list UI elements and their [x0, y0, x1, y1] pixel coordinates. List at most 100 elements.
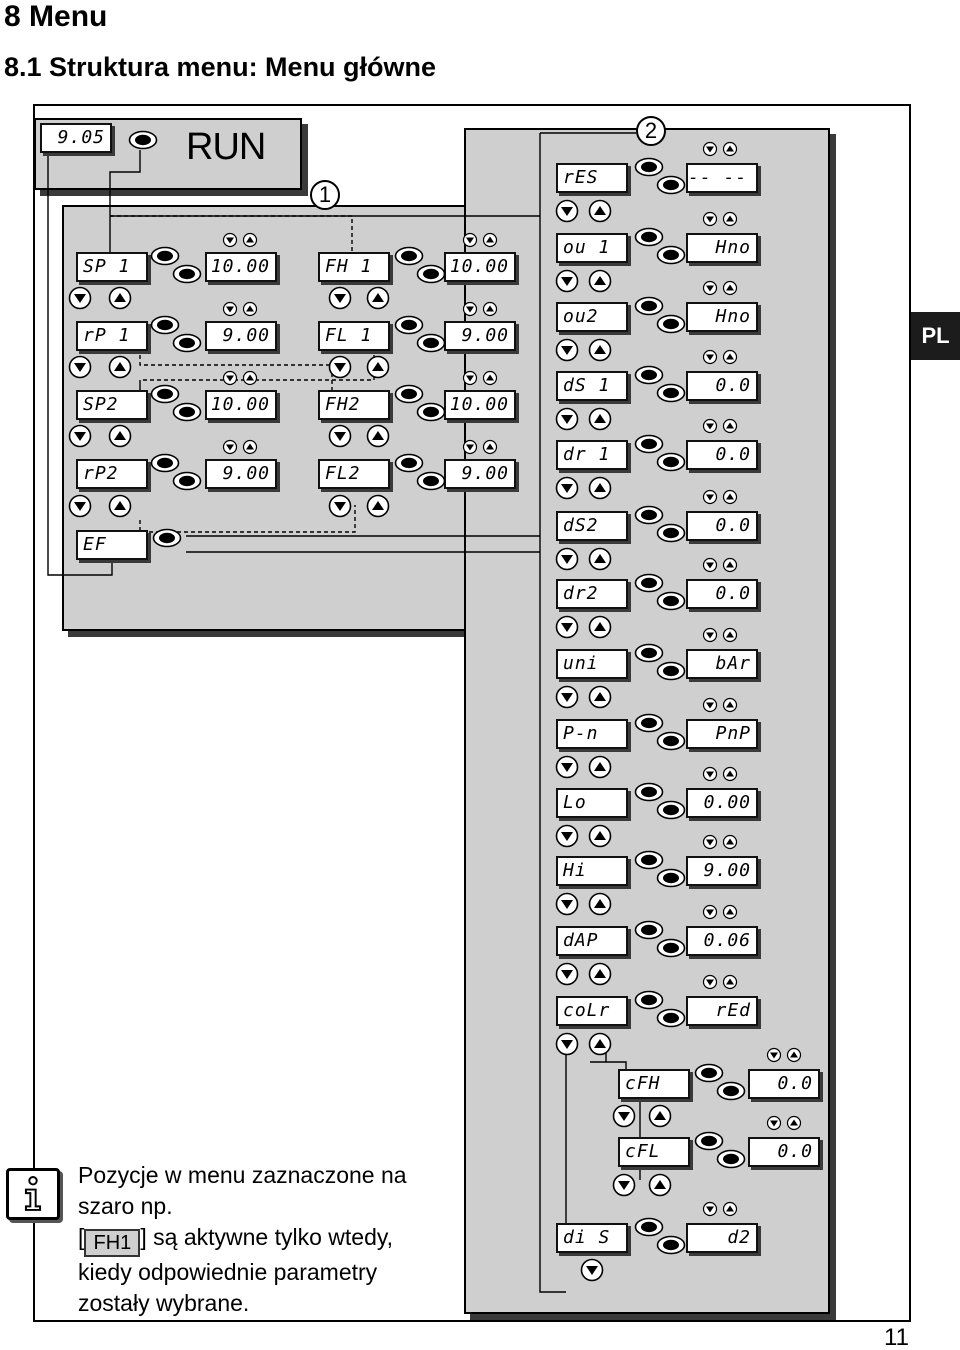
enter-button[interactable]: [656, 868, 686, 888]
enter-button[interactable]: [634, 643, 664, 663]
enter-button[interactable]: [394, 315, 424, 335]
enter-button[interactable]: [150, 384, 180, 404]
up-arrow-icon[interactable]: [588, 892, 612, 916]
enter-button[interactable]: [128, 130, 158, 150]
param-fh1[interactable]: FH 1: [318, 252, 390, 282]
down-arrow-icon[interactable]: [612, 1173, 636, 1197]
enter-button[interactable]: [656, 314, 686, 334]
param-uni[interactable]: uni: [556, 649, 628, 679]
up-arrow-icon[interactable]: [588, 269, 612, 293]
enter-button[interactable]: [634, 990, 664, 1010]
down-arrow-icon[interactable]: [68, 355, 92, 379]
enter-button[interactable]: [634, 227, 664, 247]
down-arrow-icon[interactable]: [555, 824, 579, 848]
enter-button[interactable]: [634, 713, 664, 733]
up-arrow-icon[interactable]: [588, 1032, 612, 1056]
up-arrow-icon[interactable]: [108, 424, 132, 448]
down-arrow-icon[interactable]: [555, 685, 579, 709]
down-arrow-icon[interactable]: [68, 286, 92, 310]
up-arrow-icon[interactable]: [588, 547, 612, 571]
down-arrow-icon[interactable]: [555, 615, 579, 639]
up-arrow-icon[interactable]: [588, 685, 612, 709]
up-arrow-icon[interactable]: [366, 424, 390, 448]
enter-button[interactable]: [634, 782, 664, 802]
enter-button[interactable]: [634, 1217, 664, 1237]
up-arrow-icon[interactable]: [588, 824, 612, 848]
param-ou2[interactable]: ou2: [556, 302, 628, 332]
enter-button[interactable]: [656, 175, 686, 195]
enter-button[interactable]: [656, 1235, 686, 1255]
down-arrow-icon[interactable]: [328, 355, 352, 379]
enter-button[interactable]: [172, 333, 202, 353]
param-ds2[interactable]: dS2: [556, 511, 628, 541]
param-rp2[interactable]: rP2: [76, 459, 148, 489]
enter-button[interactable]: [694, 1131, 724, 1151]
down-arrow-icon[interactable]: [555, 476, 579, 500]
enter-button[interactable]: [172, 402, 202, 422]
down-arrow-icon[interactable]: [328, 286, 352, 310]
param-cfh[interactable]: cFH: [618, 1069, 690, 1099]
up-arrow-icon[interactable]: [588, 476, 612, 500]
up-arrow-icon[interactable]: [108, 286, 132, 310]
enter-button[interactable]: [634, 157, 664, 177]
param-fl2[interactable]: FL2: [318, 459, 390, 489]
up-arrow-icon[interactable]: [648, 1104, 672, 1128]
enter-button[interactable]: [416, 264, 446, 284]
param-cfl[interactable]: cFL: [618, 1137, 690, 1167]
up-arrow-icon[interactable]: [588, 199, 612, 223]
enter-button[interactable]: [172, 471, 202, 491]
param-rp1[interactable]: rP 1: [76, 321, 148, 351]
enter-button[interactable]: [694, 1063, 724, 1083]
up-arrow-icon[interactable]: [648, 1173, 672, 1197]
enter-button[interactable]: [716, 1149, 746, 1169]
enter-button[interactable]: [656, 938, 686, 958]
enter-button[interactable]: [656, 661, 686, 681]
param-dis[interactable]: di S: [556, 1223, 628, 1253]
up-arrow-icon[interactable]: [366, 494, 390, 518]
up-arrow-icon[interactable]: [108, 355, 132, 379]
enter-button[interactable]: [716, 1081, 746, 1101]
enter-button[interactable]: [172, 264, 202, 284]
down-arrow-icon[interactable]: [328, 424, 352, 448]
enter-button[interactable]: [656, 523, 686, 543]
enter-button[interactable]: [634, 365, 664, 385]
enter-button[interactable]: [416, 471, 446, 491]
up-arrow-icon[interactable]: [588, 407, 612, 431]
param-ou1[interactable]: ou 1: [556, 233, 628, 263]
enter-button[interactable]: [152, 528, 182, 548]
down-arrow-icon[interactable]: [328, 494, 352, 518]
down-arrow-icon[interactable]: [68, 494, 92, 518]
enter-button[interactable]: [656, 1008, 686, 1028]
enter-button[interactable]: [150, 246, 180, 266]
down-arrow-icon[interactable]: [612, 1104, 636, 1128]
enter-button[interactable]: [634, 434, 664, 454]
param-lo[interactable]: Lo: [556, 788, 628, 818]
enter-button[interactable]: [656, 800, 686, 820]
param-dr1[interactable]: dr 1: [556, 440, 628, 470]
param-colr[interactable]: coLr: [556, 996, 628, 1026]
up-arrow-icon[interactable]: [366, 355, 390, 379]
down-arrow-icon[interactable]: [555, 892, 579, 916]
down-arrow-icon[interactable]: [555, 338, 579, 362]
param-ds1[interactable]: dS 1: [556, 371, 628, 401]
enter-button[interactable]: [634, 296, 664, 316]
enter-button[interactable]: [634, 850, 664, 870]
down-arrow-icon[interactable]: [555, 962, 579, 986]
enter-button[interactable]: [634, 920, 664, 940]
enter-button[interactable]: [634, 505, 664, 525]
up-arrow-icon[interactable]: [588, 338, 612, 362]
param-p-n[interactable]: P-n: [556, 719, 628, 749]
down-arrow-icon[interactable]: [555, 199, 579, 223]
down-arrow-icon[interactable]: [68, 424, 92, 448]
up-arrow-icon[interactable]: [588, 615, 612, 639]
down-arrow-icon[interactable]: [555, 755, 579, 779]
param-hi[interactable]: Hi: [556, 856, 628, 886]
param-sp2[interactable]: SP2: [76, 390, 148, 420]
enter-button[interactable]: [416, 333, 446, 353]
up-arrow-icon[interactable]: [588, 755, 612, 779]
param-res[interactable]: rES: [556, 163, 628, 193]
up-arrow-icon[interactable]: [108, 494, 132, 518]
param-dap[interactable]: dAP: [556, 926, 628, 956]
enter-button[interactable]: [656, 731, 686, 751]
param-dr2[interactable]: dr2: [556, 579, 628, 609]
